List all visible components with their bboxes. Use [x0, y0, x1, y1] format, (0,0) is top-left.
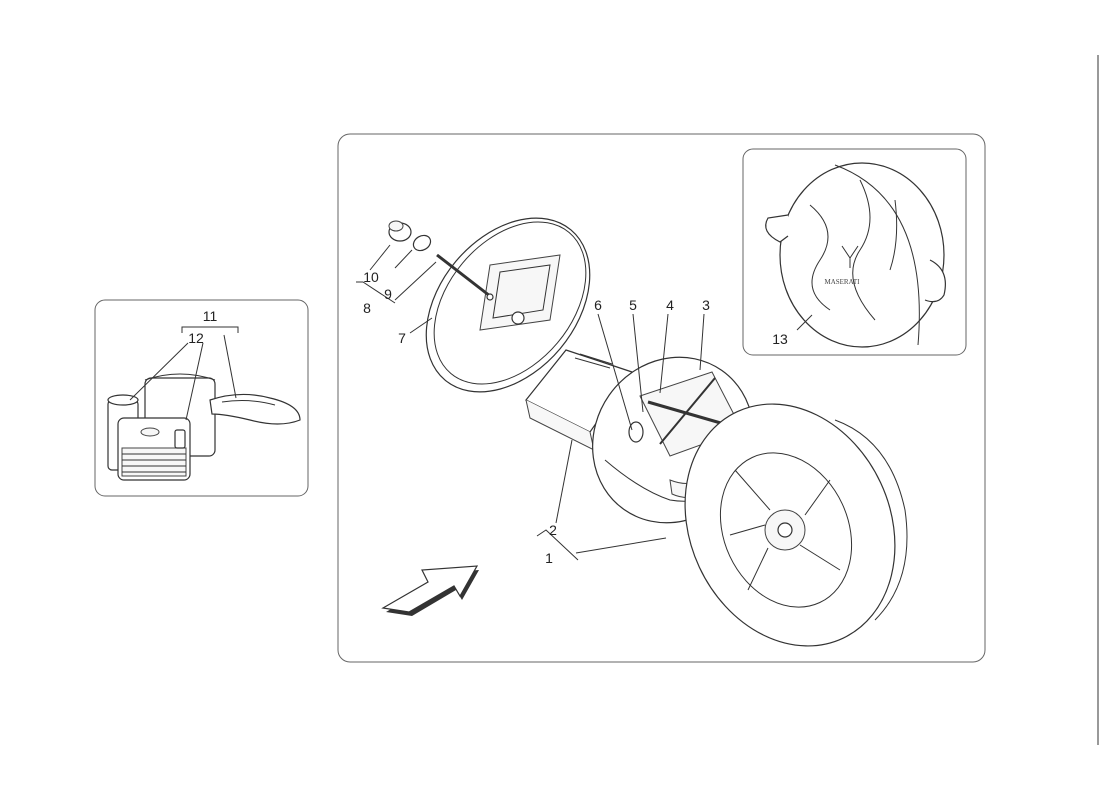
callout-1: 1	[545, 550, 553, 566]
callout-3: 3	[702, 297, 710, 313]
knob	[388, 220, 412, 242]
callout-9: 9	[384, 286, 392, 302]
leader-7	[409, 317, 433, 334]
callout-4: 4	[666, 297, 674, 313]
leader-3	[699, 313, 705, 371]
brace-1	[536, 529, 579, 561]
inflator-kit-illustration	[107, 373, 301, 481]
callout-2: 2	[549, 522, 557, 538]
callout-13: 13	[772, 331, 788, 347]
callout-8: 8	[363, 300, 371, 316]
spare-wheel-cover	[425, 217, 591, 393]
callout-7: 7	[398, 330, 406, 346]
washer	[412, 234, 432, 252]
callout-5: 5	[629, 297, 637, 313]
spare-wheel	[684, 403, 908, 647]
direction-arrow-icon	[381, 565, 479, 616]
leader-6	[597, 313, 633, 431]
leader-2	[555, 439, 573, 524]
brace-11	[181, 326, 239, 333]
callout-10: 10	[363, 269, 379, 285]
callout-6: 6	[594, 297, 602, 313]
leader-1	[575, 537, 667, 554]
leader-11	[223, 334, 237, 399]
brace-8	[356, 281, 396, 304]
leader-5	[632, 313, 644, 413]
fixing-bolt	[436, 253, 491, 298]
leader-8	[394, 261, 437, 301]
leader-4	[659, 313, 669, 394]
wheel-bag-illustration: MASERATI	[765, 162, 946, 348]
leader-10	[369, 244, 391, 271]
trident-logo-icon	[841, 245, 859, 268]
leader-13	[796, 314, 813, 331]
leader-12a	[129, 342, 189, 401]
leader-12b	[185, 342, 204, 421]
callout-11: 11	[203, 308, 218, 324]
leader-9	[394, 249, 413, 269]
callout-12: 12	[188, 330, 204, 346]
bag-logo-text: MASERATI	[824, 278, 860, 286]
